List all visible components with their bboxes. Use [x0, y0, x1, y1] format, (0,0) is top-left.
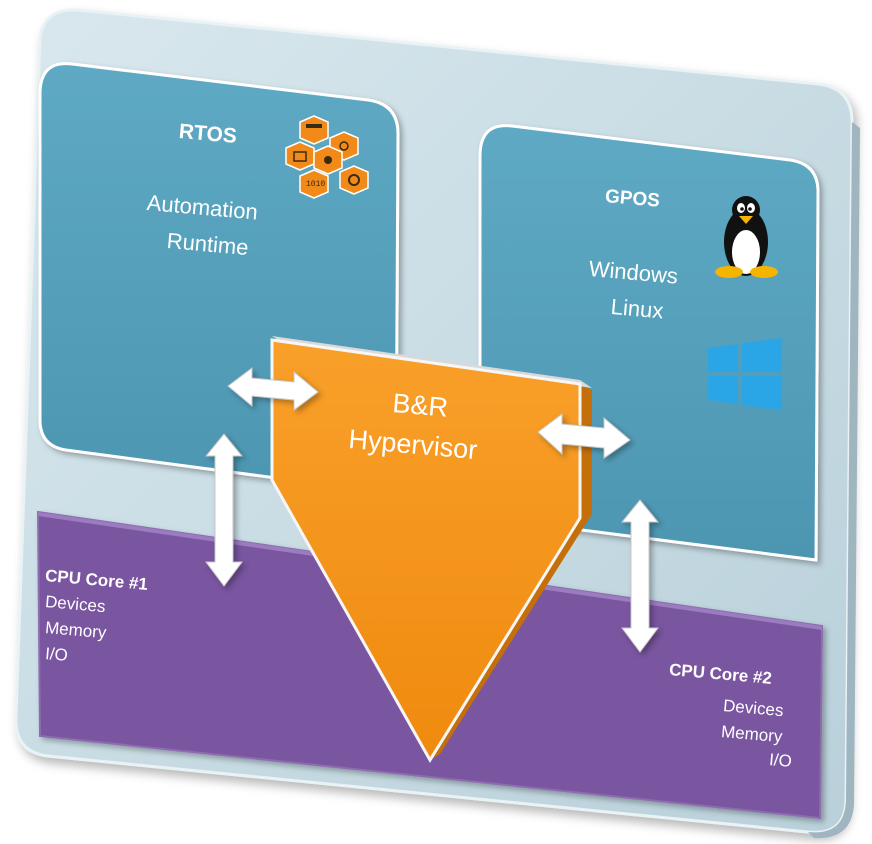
arrow-rtos-hypervisor	[227, 367, 319, 411]
arrow-hypervisor-gpos	[537, 413, 631, 459]
hypervisor-shape	[270, 338, 582, 763]
svg-text:1010: 1010	[306, 180, 325, 189]
rtos-title: RTOS	[177, 120, 238, 148]
windows-logo-icon	[708, 338, 782, 410]
arrow-gpos-core2	[620, 499, 660, 653]
gpos-title: GPOS	[604, 186, 661, 212]
hypervisor-line1: B&R	[391, 388, 450, 423]
arrow-rtos-core1	[204, 433, 244, 587]
core1-io: I/O	[44, 644, 69, 665]
frame-edge	[808, 122, 860, 839]
tux-penguin-icon	[715, 196, 778, 278]
gpos-line2: Linux	[609, 294, 665, 324]
automation-hexagon-cluster-icon: 1010	[285, 115, 369, 199]
core2-io: I/O	[768, 750, 793, 771]
